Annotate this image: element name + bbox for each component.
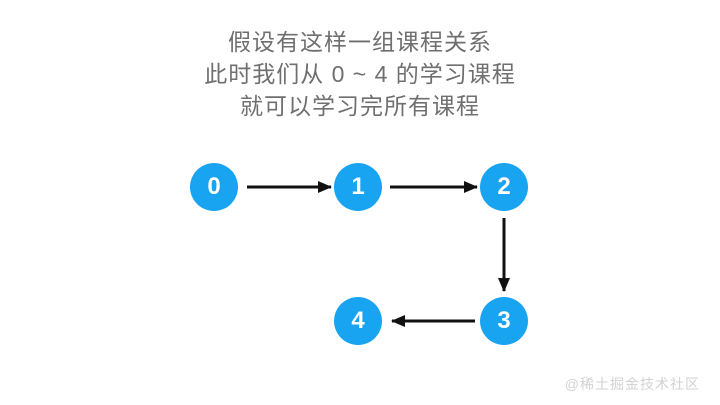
graph-node-2: 2 bbox=[480, 163, 528, 211]
graph-node-3: 3 bbox=[480, 297, 528, 345]
caption-line-2: 此时我们从 0 ~ 4 的学习课程 bbox=[204, 61, 516, 87]
graph-node-3-label: 3 bbox=[497, 307, 511, 334]
graph-node-4: 4 bbox=[334, 297, 382, 345]
graph-node-0-label: 0 bbox=[207, 173, 221, 200]
graph-node-1: 1 bbox=[334, 163, 382, 211]
watermark: @稀土掘金技术社区 bbox=[564, 376, 700, 392]
graph-node-1-label: 1 bbox=[351, 173, 365, 200]
caption-line-3: 就可以学习完所有课程 bbox=[240, 93, 480, 119]
graph-node-4-label: 4 bbox=[351, 307, 365, 334]
graph-node-2-label: 2 bbox=[497, 173, 511, 200]
caption-line-1: 假设有这样一组课程关系 bbox=[228, 29, 492, 55]
caption: 假设有这样一组课程关系 此时我们从 0 ~ 4 的学习课程 就可以学习完所有课程 bbox=[0, 26, 720, 122]
graph-node-0: 0 bbox=[190, 163, 238, 211]
